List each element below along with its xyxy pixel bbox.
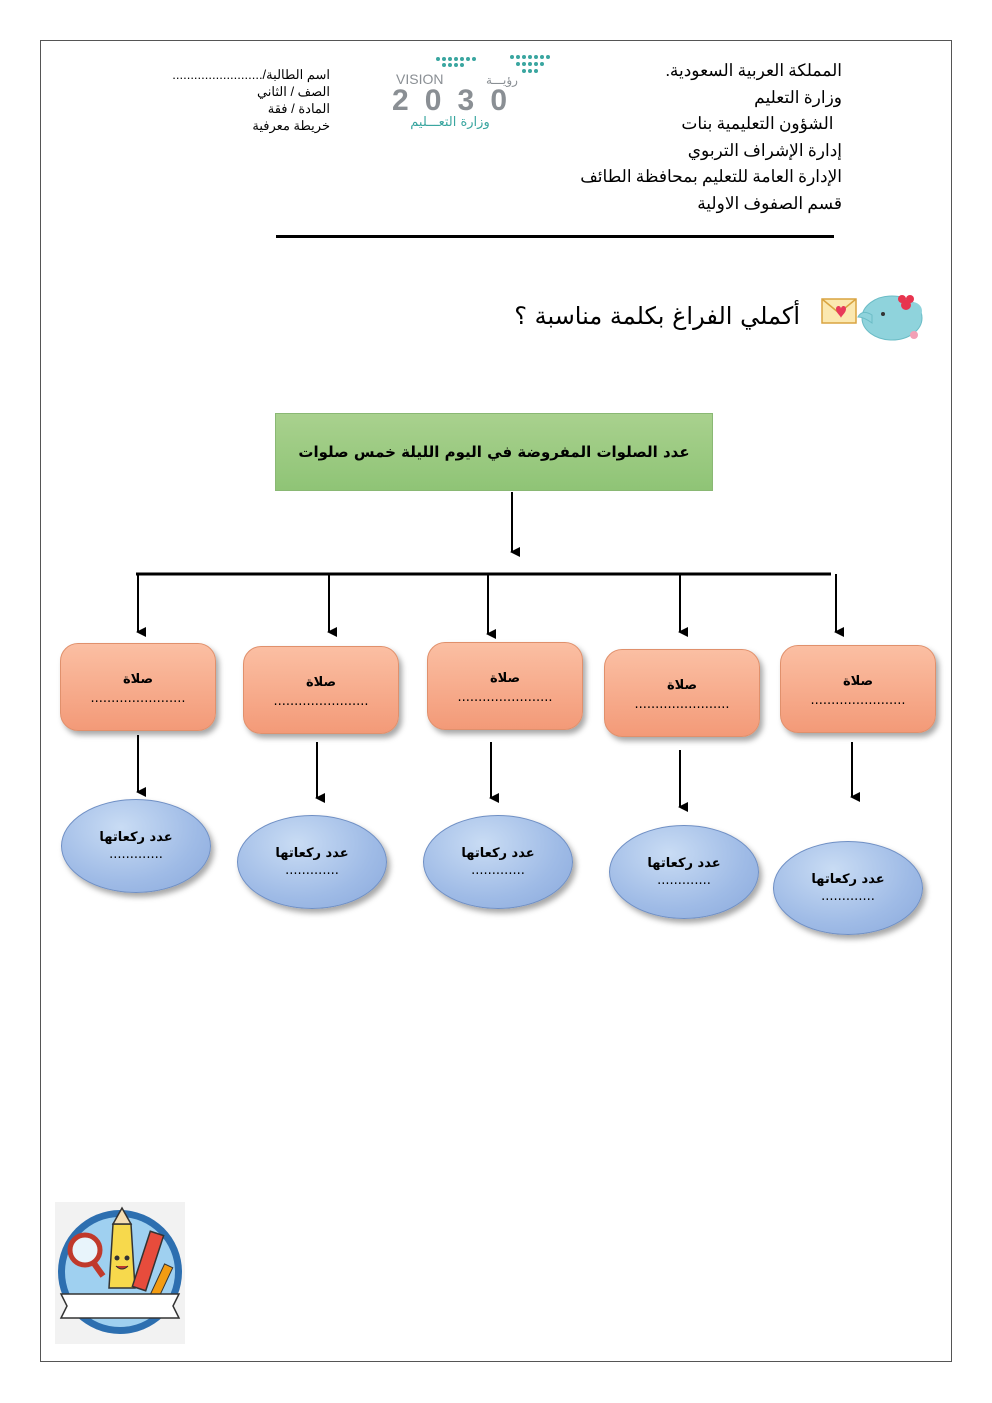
rakaat-blank[interactable]: .............	[610, 873, 758, 888]
rakaat-label: عدد ركعاتها	[774, 872, 922, 887]
prayer-label: صلاة	[781, 674, 935, 689]
rakaat-label: عدد ركعاتها	[424, 846, 572, 861]
prayer-blank[interactable]: .......................	[244, 694, 398, 709]
rakaat-oval-3: عدد ركعاتها .............	[423, 815, 573, 909]
rakaat-blank[interactable]: .............	[238, 863, 386, 878]
prayer-box-4: صلاة .......................	[604, 649, 760, 737]
rakaat-blank[interactable]: .............	[424, 863, 572, 878]
prayer-blank[interactable]: .......................	[428, 690, 582, 705]
prayer-label: صلاة	[428, 671, 582, 686]
prayer-blank[interactable]: .......................	[61, 691, 215, 706]
rakaat-label: عدد ركعاتها	[62, 830, 210, 845]
prayer-label: صلاة	[61, 672, 215, 687]
rakaat-oval-5: عدد ركعاتها .............	[773, 841, 923, 935]
rakaat-label: عدد ركعاتها	[238, 846, 386, 861]
prayer-box-2: صلاة .......................	[243, 646, 399, 734]
rakaat-oval-2: عدد ركعاتها .............	[237, 815, 387, 909]
prayer-blank[interactable]: .......................	[781, 693, 935, 708]
prayer-box-3: صلاة .......................	[427, 642, 583, 730]
rakaat-oval-4: عدد ركعاتها .............	[609, 825, 759, 919]
rakaat-blank[interactable]: .............	[774, 889, 922, 904]
rakaat-oval-1: عدد ركعاتها .............	[61, 799, 211, 893]
prayer-box-5: صلاة .......................	[780, 645, 936, 733]
prayer-box-1: صلاة .......................	[60, 643, 216, 731]
prayer-label: صلاة	[605, 678, 759, 693]
prayer-label: صلاة	[244, 675, 398, 690]
rakaat-blank[interactable]: .............	[62, 847, 210, 862]
prayer-blank[interactable]: .......................	[605, 697, 759, 712]
school-supplies-badge-icon	[55, 1202, 185, 1344]
rakaat-label: عدد ركعاتها	[610, 856, 758, 871]
